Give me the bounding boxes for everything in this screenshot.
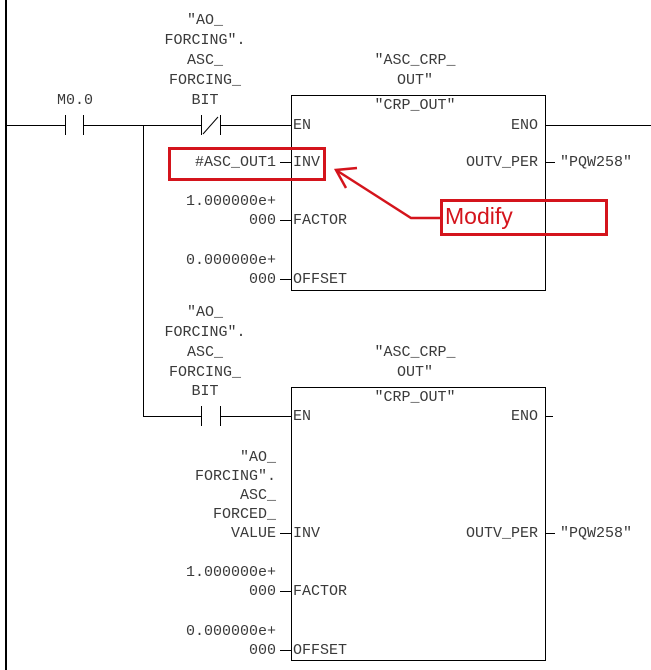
- pin-eno: ENO: [510, 117, 538, 134]
- contact-label: M0.0: [56, 92, 93, 109]
- factor-value[interactable]: 1.000000e+: [185, 193, 276, 210]
- contact-left-bar: [201, 115, 202, 135]
- pin-offset: OFFSET: [293, 642, 348, 659]
- block-type-name: "CRP_OUT": [374, 97, 456, 114]
- offset-value[interactable]: 000: [248, 271, 276, 288]
- pin-factor: FACTOR: [293, 583, 348, 600]
- inv-wire: [280, 162, 291, 163]
- pin-outv-per: OUTV_PER: [465, 525, 538, 542]
- modify-label-box: [440, 199, 608, 236]
- factor-wire: [280, 220, 291, 221]
- left-power-rail: [5, 0, 7, 670]
- inv-value[interactable]: "AO_: [239, 449, 276, 466]
- inv-value[interactable]: #ASC_OUT1: [194, 154, 276, 171]
- block-body[interactable]: [291, 95, 546, 291]
- outv-per-value[interactable]: "PQW258": [560, 525, 633, 542]
- outv-wire: [545, 162, 555, 163]
- modify-label: Modify: [445, 203, 513, 229]
- block-instance-name: OUT": [396, 364, 433, 381]
- contact-label-line: FORCING".: [164, 324, 246, 341]
- inv-value[interactable]: ASC_: [239, 487, 276, 504]
- block-instance-name: "ASC_CRP_: [374, 344, 456, 361]
- pin-inv: INV: [293, 525, 321, 542]
- contact-label-line: BIT: [191, 383, 219, 400]
- block-type-name: "CRP_OUT": [374, 389, 456, 406]
- factor-value[interactable]: 1.000000e+: [185, 564, 276, 581]
- contact-label-line: BIT: [191, 92, 219, 109]
- outv-wire: [545, 533, 555, 534]
- pin-en: EN: [293, 117, 312, 134]
- block-instance-name: OUT": [396, 72, 433, 89]
- inv-value[interactable]: FORCED_: [212, 506, 276, 523]
- contact-left-bar: [65, 115, 66, 135]
- contact-label-line: FORCING_: [168, 364, 241, 381]
- wire: [5, 125, 65, 126]
- offset-wire: [280, 650, 291, 651]
- factor-value[interactable]: 000: [248, 583, 276, 600]
- contact-label-line: "AO_: [186, 304, 223, 321]
- block-body[interactable]: [291, 387, 546, 661]
- pin-offset: OFFSET: [293, 271, 348, 288]
- wire: [83, 125, 201, 126]
- contact-label-line: ASC_: [186, 52, 223, 69]
- pin-en: EN: [293, 408, 312, 425]
- factor-wire: [280, 591, 291, 592]
- contact-left-bar: [201, 406, 202, 426]
- highlight-box: [168, 147, 326, 181]
- offset-value[interactable]: 0.000000e+: [185, 252, 276, 269]
- factor-value[interactable]: 000: [248, 212, 276, 229]
- inv-value[interactable]: FORCING".: [194, 468, 276, 485]
- wire: [220, 125, 291, 126]
- wire: [220, 416, 291, 417]
- pin-factor: FACTOR: [293, 212, 348, 229]
- pin-outv-per: OUTV_PER: [465, 154, 538, 171]
- offset-value[interactable]: 000: [248, 642, 276, 659]
- wire: [143, 416, 201, 417]
- contact-label-line: "AO_: [186, 12, 223, 29]
- inv-value[interactable]: VALUE: [230, 525, 276, 542]
- inv-wire: [280, 533, 291, 534]
- pin-inv: INV: [293, 154, 321, 171]
- eno-wire: [545, 125, 651, 126]
- branch-wire: [143, 125, 144, 417]
- block-instance-name: "ASC_CRP_: [374, 52, 456, 69]
- offset-wire: [280, 279, 291, 280]
- eno-wire: [545, 416, 553, 417]
- offset-value[interactable]: 0.000000e+: [185, 623, 276, 640]
- contact-label-line: FORCING".: [164, 32, 246, 49]
- outv-per-value[interactable]: "PQW258": [560, 154, 633, 171]
- contact-label-line: FORCING_: [168, 72, 241, 89]
- contact-label-line: ASC_: [186, 344, 223, 361]
- pin-eno: ENO: [510, 408, 538, 425]
